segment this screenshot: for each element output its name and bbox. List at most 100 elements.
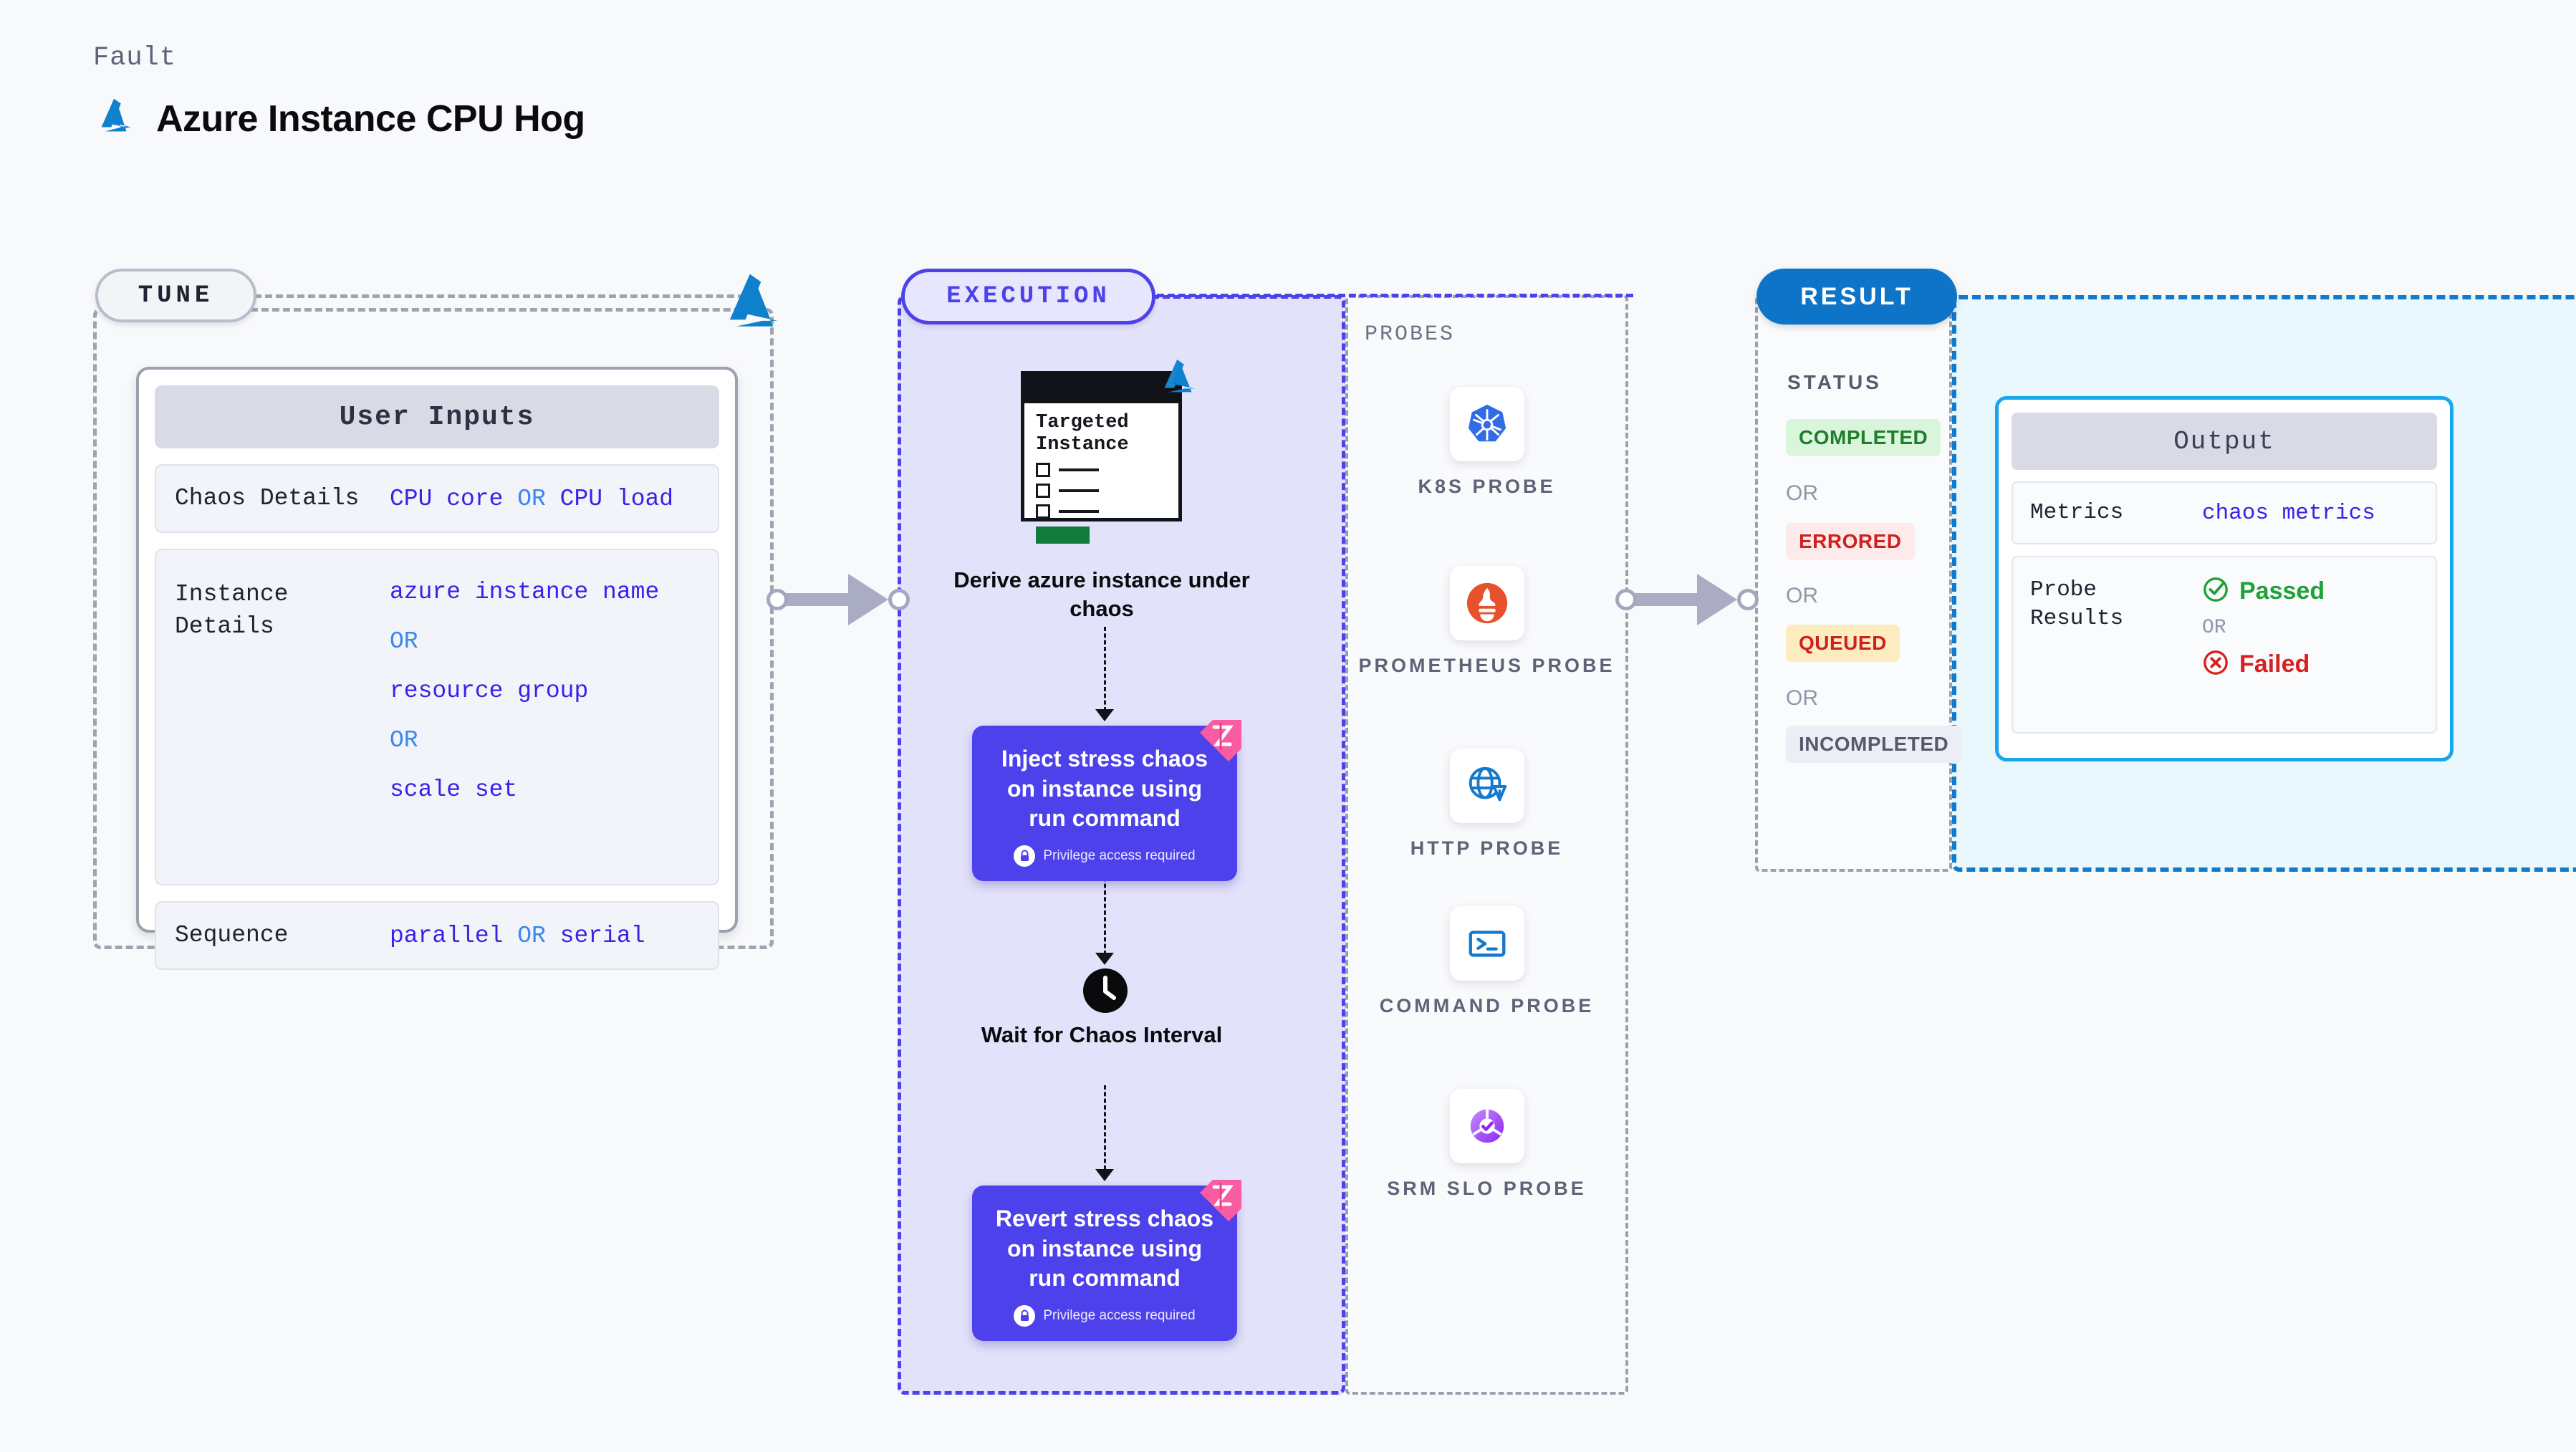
output-title: Output (2012, 413, 2437, 470)
or-separator-2: OR (390, 727, 418, 754)
connector-tune-to-execution (766, 574, 910, 625)
prometheus-icon (1449, 566, 1524, 640)
probe-label: K8S PROBE (1418, 476, 1556, 497)
terminal-icon (1449, 906, 1524, 981)
action-card-text: Revert stress chaos on instance using ru… (995, 1206, 1214, 1292)
row-value: CPU core OR CPU load (390, 486, 673, 512)
page-title: Azure Instance CPU Hog (156, 97, 585, 140)
execution-connector-line (1146, 294, 1633, 297)
result-status-panel (1755, 295, 1952, 872)
status-badge-incompleted: INCOMPLETED (1786, 726, 1962, 763)
checkbox-icon (1036, 484, 1050, 499)
flow-line-3 (1104, 1085, 1106, 1170)
passed-label: Passed (2239, 577, 2325, 605)
doc-checkbox-line (1036, 463, 1167, 478)
status-badge-completed: COMPLETED (1786, 419, 1941, 456)
output-row-metrics[interactable]: Metrics chaos metrics (2012, 481, 2437, 544)
doc-checkbox-line (1036, 484, 1167, 499)
or-separator: OR (517, 922, 546, 949)
sequence-value-1: parallel (390, 922, 504, 949)
tune-badge: TUNE (95, 269, 256, 322)
probe-result-passed: Passed (2202, 576, 2325, 607)
execution-badge: EXECUTION (901, 269, 1155, 324)
action-card-inject[interactable]: Inject stress chaos on instance using ru… (972, 720, 1241, 881)
probe-label: HTTP PROBE (1410, 837, 1564, 859)
result-badge: RESULT (1756, 269, 1957, 324)
connector-arrow-head (848, 574, 888, 625)
row-value: Passed OR Failed (2202, 576, 2325, 680)
or-separator: OR (1786, 686, 1818, 710)
probe-label: PROMETHEUS PROBE (1358, 655, 1615, 676)
ribbon-icon (1197, 717, 1244, 761)
doc-dash (1059, 468, 1099, 472)
row-value: parallel OR serial (390, 923, 645, 949)
ribbon-icon (1197, 1177, 1244, 1221)
probes-title: PROBES (1365, 322, 1456, 347)
probe-result-failed: Failed (2202, 649, 2325, 680)
probe-item-command[interactable]: COMMAND PROBE (1345, 906, 1628, 1019)
row-label: Metrics (2030, 499, 2124, 525)
doc-green-bar (1036, 527, 1090, 544)
instance-value-2: resource group (390, 678, 589, 704)
probe-item-srm-slo[interactable]: SRM SLO PROBE (1345, 1089, 1628, 1201)
row-label: Sequence (175, 921, 289, 948)
privilege-badge: Privilege access required (986, 845, 1223, 867)
step-caption-wait: Wait for Chaos Interval (981, 1022, 1223, 1047)
action-card-revert[interactable]: Revert stress chaos on instance using ru… (972, 1180, 1241, 1341)
connector-arrow-head (1697, 574, 1737, 625)
or-separator: OR (1786, 481, 1818, 505)
azure-logo-icon (719, 271, 790, 335)
probe-label: SRM SLO PROBE (1387, 1178, 1587, 1199)
http-globe-warning-icon (1449, 749, 1524, 823)
fault-kicker: Fault (93, 43, 177, 73)
or-separator: OR (1786, 584, 1818, 607)
checkbox-icon (1036, 463, 1050, 478)
chaos-value-2: CPU load (559, 485, 674, 512)
connector-bar (1634, 593, 1703, 606)
user-inputs-card: User Inputs Chaos Details CPU core OR CP… (136, 367, 738, 970)
chaos-value-1: CPU core (390, 485, 504, 512)
step-caption-derive: Derive azure instance under chaos (953, 567, 1250, 622)
probe-item-http[interactable]: HTTP PROBE (1345, 749, 1628, 861)
privilege-badge-text: Privilege access required (1043, 1307, 1196, 1323)
azure-logo-icon (93, 95, 138, 143)
checkbox-icon (1036, 504, 1050, 519)
title-row: Azure Instance CPU Hog (93, 95, 585, 143)
probe-item-k8s[interactable]: K8S PROBE (1345, 387, 1628, 499)
check-circle-icon (2202, 576, 2229, 607)
input-row-chaos-details[interactable]: Chaos Details CPU core OR CPU load (155, 464, 719, 533)
azure-logo-icon (1158, 357, 1202, 398)
row-value: azure instance name OR resource group OR… (390, 579, 659, 803)
doc-titlebar (1024, 375, 1178, 403)
probe-item-prometheus[interactable]: PROMETHEUS PROBE (1345, 566, 1628, 678)
privilege-badge: Privilege access required (986, 1304, 1223, 1327)
instance-value-1: azure instance name (390, 579, 660, 605)
doc-dash (1059, 510, 1099, 514)
or-separator-1: OR (390, 628, 418, 655)
connector-dot-end (888, 589, 910, 610)
doc-dash (1059, 489, 1099, 493)
or-separator: OR (517, 485, 546, 512)
flow-arrow-2 (1095, 953, 1114, 965)
probes-panel (1345, 295, 1628, 1395)
flow-arrow-1 (1095, 709, 1114, 721)
input-row-sequence[interactable]: Sequence parallel OR serial (155, 901, 719, 970)
doc-checkbox-line (1036, 504, 1167, 519)
flow-arrow-3 (1095, 1169, 1114, 1181)
row-value: chaos metrics (2202, 500, 2375, 526)
kubernetes-icon (1449, 387, 1524, 461)
connector-dot-start (1615, 589, 1637, 610)
status-badge-queued: QUEUED (1786, 625, 1900, 662)
flow-line-2 (1104, 870, 1106, 955)
action-card-text: Inject stress chaos on instance using ru… (1001, 746, 1208, 832)
connector-bar (785, 593, 854, 606)
failed-label: Failed (2239, 650, 2310, 678)
clock-icon (1082, 967, 1129, 1014)
connector-dot-end (1737, 589, 1759, 610)
